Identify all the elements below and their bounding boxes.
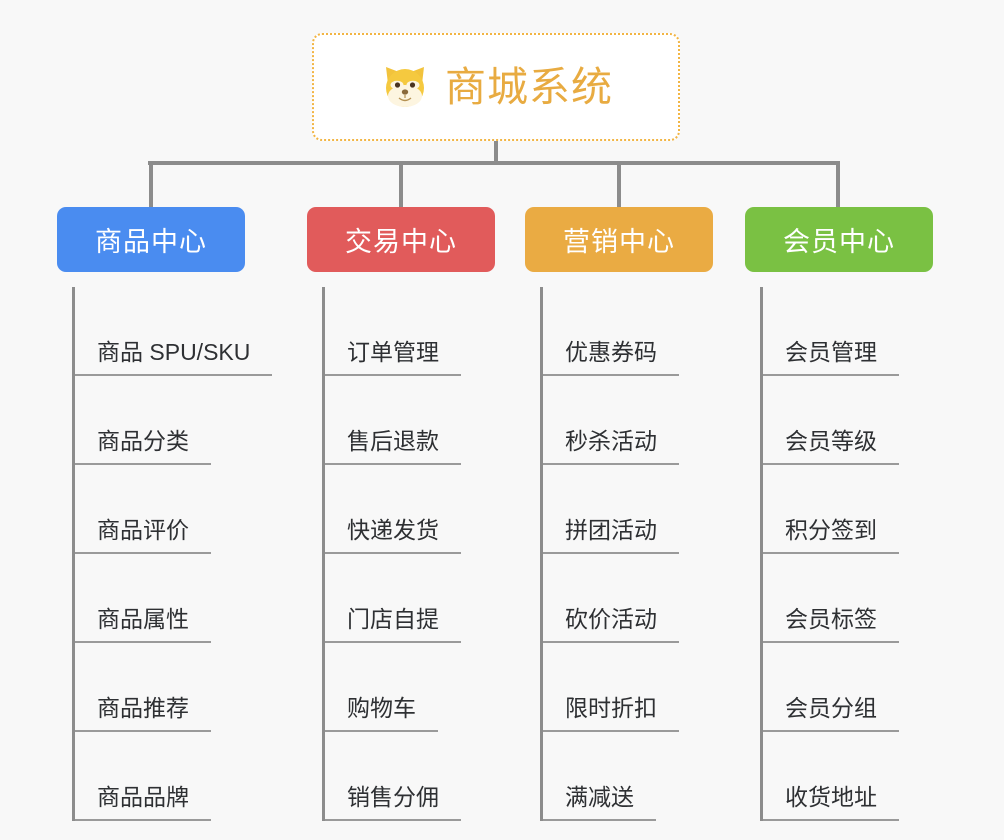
leaf-label: 砍价活动	[541, 606, 679, 643]
branch-trunk-3	[760, 287, 763, 821]
leaf-label: 商品 SPU/SKU	[73, 339, 273, 376]
leaf-label: 满减送	[541, 784, 656, 821]
leaf-item[interactable]: 购物车	[323, 643, 495, 732]
root-node[interactable]: 商城系统	[312, 33, 680, 141]
leaf-label: 会员等级	[761, 428, 899, 465]
leaf-item[interactable]: 砍价活动	[541, 554, 713, 643]
leaf-label: 会员分组	[761, 695, 899, 732]
leaf-list-3: 会员管理 会员等级 积分签到 会员标签 会员分组 收货地址	[761, 287, 933, 821]
root-title: 商城系统	[445, 63, 613, 110]
leaf-item[interactable]: 订单管理	[323, 287, 495, 376]
leaf-label: 门店自提	[323, 606, 461, 643]
branch-header-3[interactable]: 会员中心	[745, 207, 933, 272]
leaf-item[interactable]: 限时折扣	[541, 643, 713, 732]
leaf-label: 会员标签	[761, 606, 899, 643]
branch-body-3: 会员管理 会员等级 积分签到 会员标签 会员分组 收货地址	[745, 287, 933, 821]
branch-body-2: 优惠券码 秒杀活动 拼团活动 砍价活动 限时折扣 满减送	[525, 287, 713, 821]
branch-body-0: 商品 SPU/SKU 商品分类 商品评价 商品属性 商品推荐 商品品牌	[57, 287, 273, 821]
connector-drop-1	[149, 161, 153, 207]
leaf-item[interactable]: 秒杀活动	[541, 376, 713, 465]
branch-column-3: 会员中心 会员管理 会员等级 积分签到 会员标签 会员分组 收货地址	[745, 207, 933, 821]
leaf-label: 商品分类	[73, 428, 211, 465]
leaf-label: 秒杀活动	[541, 428, 679, 465]
leaf-label: 销售分佣	[323, 784, 461, 821]
leaf-item[interactable]: 满减送	[541, 732, 713, 821]
leaf-label: 快递发货	[323, 517, 461, 554]
leaf-item[interactable]: 会员等级	[761, 376, 933, 465]
leaf-item[interactable]: 积分签到	[761, 465, 933, 554]
branch-column-2: 营销中心 优惠券码 秒杀活动 拼团活动 砍价活动 限时折扣 满减送	[525, 207, 713, 821]
leaf-item[interactable]: 商品推荐	[73, 643, 245, 732]
leaf-label: 拼团活动	[541, 517, 679, 554]
leaf-item[interactable]: 会员分组	[761, 643, 933, 732]
leaf-label: 购物车	[323, 695, 438, 732]
leaf-list-1: 订单管理 售后退款 快递发货 门店自提 购物车 销售分佣	[323, 287, 495, 821]
connector-horizontal-bus	[148, 161, 840, 165]
connector-root-stem	[494, 141, 498, 163]
branch-trunk-2	[540, 287, 543, 821]
connector-drop-3	[617, 161, 621, 207]
leaf-list-2: 优惠券码 秒杀活动 拼团活动 砍价活动 限时折扣 满减送	[541, 287, 713, 821]
leaf-label: 收货地址	[761, 784, 899, 821]
leaf-item[interactable]: 拼团活动	[541, 465, 713, 554]
connector-drop-2	[399, 161, 403, 207]
leaf-item[interactable]: 商品属性	[73, 554, 245, 643]
leaf-label: 商品属性	[73, 606, 211, 643]
leaf-item[interactable]: 商品品牌	[73, 732, 245, 821]
branch-header-1[interactable]: 交易中心	[307, 207, 495, 272]
leaf-label: 商品评价	[73, 517, 211, 554]
leaf-item[interactable]: 销售分佣	[323, 732, 495, 821]
leaf-item[interactable]: 商品 SPU/SKU	[73, 287, 273, 376]
leaf-item[interactable]: 快递发货	[323, 465, 495, 554]
leaf-item[interactable]: 会员管理	[761, 287, 933, 376]
leaf-item[interactable]: 会员标签	[761, 554, 933, 643]
branch-header-2[interactable]: 营销中心	[525, 207, 713, 272]
leaf-list-0: 商品 SPU/SKU 商品分类 商品评价 商品属性 商品推荐 商品品牌	[73, 287, 273, 821]
leaf-label: 会员管理	[761, 339, 899, 376]
branch-header-0[interactable]: 商品中心	[57, 207, 245, 272]
branch-body-1: 订单管理 售后退款 快递发货 门店自提 购物车 销售分佣	[307, 287, 495, 821]
branch-column-1: 交易中心 订单管理 售后退款 快递发货 门店自提 购物车 销售分佣	[307, 207, 495, 821]
shiba-dog-face-icon	[379, 61, 431, 113]
leaf-label: 限时折扣	[541, 695, 679, 732]
leaf-item[interactable]: 收货地址	[761, 732, 933, 821]
leaf-label: 订单管理	[323, 339, 461, 376]
leaf-label: 优惠券码	[541, 339, 679, 376]
connector-drop-4	[836, 161, 840, 207]
leaf-label: 商品品牌	[73, 784, 211, 821]
leaf-label: 商品推荐	[73, 695, 211, 732]
branch-column-0: 商品中心 商品 SPU/SKU 商品分类 商品评价 商品属性 商品推荐 商品品牌	[57, 207, 273, 821]
leaf-label: 售后退款	[323, 428, 461, 465]
leaf-item[interactable]: 商品分类	[73, 376, 245, 465]
leaf-item[interactable]: 商品评价	[73, 465, 245, 554]
branch-trunk-1	[322, 287, 325, 821]
leaf-label: 积分签到	[761, 517, 899, 554]
leaf-item[interactable]: 门店自提	[323, 554, 495, 643]
leaf-item[interactable]: 优惠券码	[541, 287, 713, 376]
branch-trunk-0	[72, 287, 75, 821]
leaf-item[interactable]: 售后退款	[323, 376, 495, 465]
